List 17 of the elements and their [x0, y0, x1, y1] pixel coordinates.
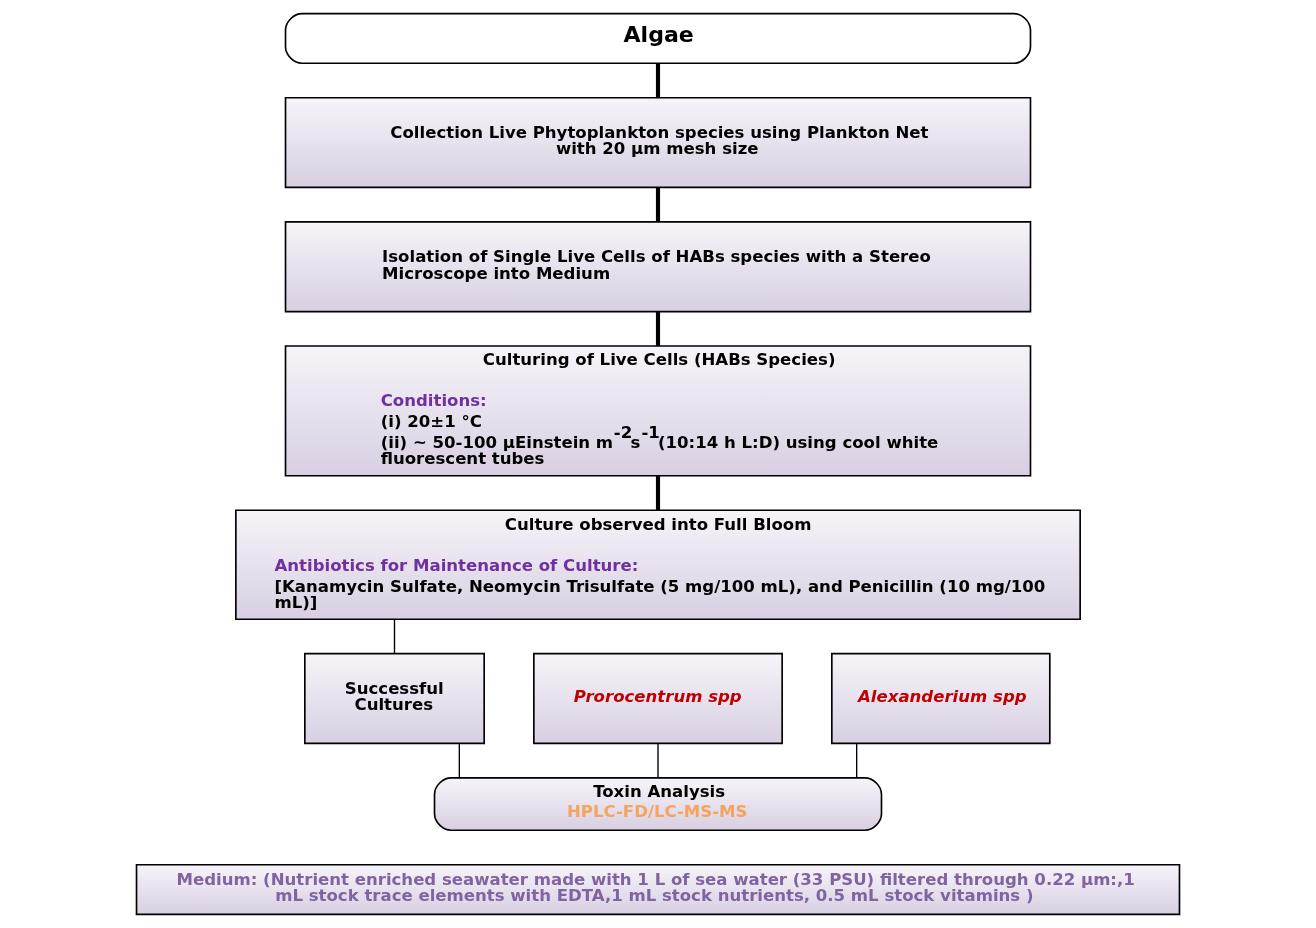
- node-box: Isolation of Single Live Cells of HABs species with a Stereo Microscope into Medium: [284, 221, 1032, 313]
- node-box: Algae: [284, 12, 1032, 65]
- node-box: Collection Live Phytoplankton species using Plankton Net with 20 µm mesh size: [284, 96, 1032, 189]
- connector: [655, 187, 661, 222]
- node-box: Toxin Analysis HPLC-FD/LC-MS-MS: [433, 777, 883, 832]
- connector: [855, 743, 858, 778]
- connector: [655, 476, 661, 511]
- node-box: Medium: (Nutrient enriched seawater made with 1 L of sea water (33 PSU) filtered through 0.22 µm:,1 mL stock trace elements with EDTA,1 mL stock nutrients, 0.5 mL stock vitamins ): [135, 863, 1181, 916]
- node-box: Prorocentrum spp: [533, 652, 783, 745]
- node-box: Alexanderium spp: [831, 652, 1051, 745]
- node-box: Culture observed into Full Bloom Antibiotics for Maintenance of Culture: [Kanamycin Sulfate, Neomycin Trisulfate (5 mg/100 mL), and Penicillin (10 mg/100 mL)]: [235, 509, 1081, 621]
- node-box: Successful Cultures: [304, 652, 485, 745]
- connector: [655, 63, 661, 98]
- connector: [655, 311, 661, 346]
- connector: [458, 743, 461, 778]
- connector: [393, 618, 396, 655]
- connector: [657, 743, 659, 778]
